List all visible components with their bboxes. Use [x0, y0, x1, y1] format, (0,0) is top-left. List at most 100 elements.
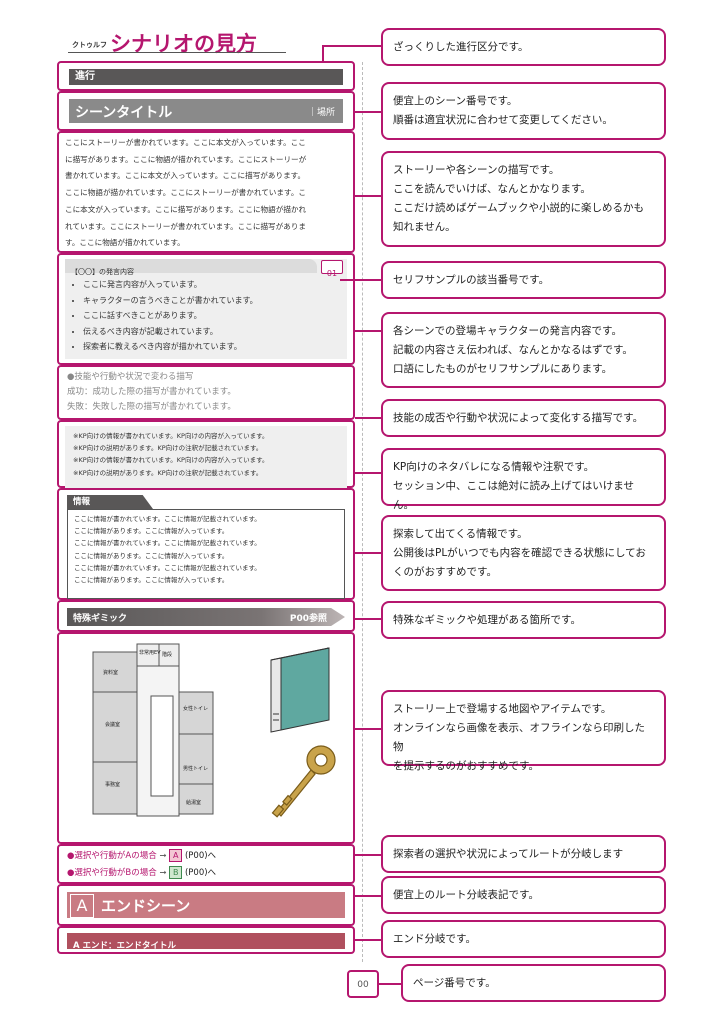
callout-line: オンラインなら画像を表示、オフラインなら印刷した物 — [393, 722, 645, 753]
kp-panel: ※KP向けの情報が書かれています。KP向けの内容が入っています。 ※KP向けの説… — [65, 426, 347, 490]
end-bar: A エンド：エンドタイトル — [67, 933, 345, 951]
speech-header: 【〇〇】の発言内容 — [65, 259, 317, 276]
branch-a-text: ●選択や行動がAの場合 — [67, 851, 157, 861]
key-icon — [271, 745, 336, 818]
callout-line: ここだけ読めばゲームブックや小説的に楽しめるかも — [393, 202, 645, 214]
end-scene-title: エンドシーン — [101, 897, 191, 915]
map-room-label: 男性トイレ — [183, 765, 208, 772]
callout-line: KP向けのネタバレになる情報や注釈です。 — [393, 461, 595, 473]
connector-line — [355, 618, 381, 620]
speech-panel: 【〇〇】の発言内容 01 ここに発言内容が入っています。 キャラクターの言うべき… — [65, 259, 347, 359]
header-underline — [68, 52, 286, 53]
callout-line: 特殊なギミックや処理がある箇所です。 — [393, 614, 581, 626]
scene-title: シーンタイトル — [75, 105, 173, 121]
progress-bar: 進行 — [69, 69, 343, 85]
skill-success: 成功：成功した際の描写が書かれています。 — [67, 387, 236, 397]
callout-line: 探索者の選択や状況によってルートが分岐します — [393, 848, 624, 860]
kp-line: ※KP向けの説明があります。KP向けの注釈が記載されています。 — [73, 444, 263, 453]
scene-bar: シーンタイトル ｜場所 — [69, 99, 343, 123]
connector-line — [355, 330, 381, 332]
end-scene-bar: A エンドシーン — [67, 892, 345, 918]
map-room-label: 非常用EV — [139, 649, 161, 656]
floor-map — [92, 643, 214, 817]
info-box: ここに情報が書かれています。ここに情報が記載されています。 ここに情報があります… — [67, 509, 345, 599]
gimmick-bar: 特殊ギミック P00参照 — [67, 608, 345, 626]
story-line: れています。ここにストーリーが書かれています。ここに描写がありま — [65, 221, 307, 231]
info-section: 情報 ここに情報が書かれています。ここに情報が記載されています。 ここに情報があ… — [57, 488, 355, 600]
divider-guide — [362, 62, 363, 962]
speech-item: キャラクターの言うべきことが書かれています。 — [83, 293, 347, 309]
callout-line: ストーリーや各シーンの描写です。 — [393, 164, 560, 176]
speech-item: ここに発言内容が入っています。 — [83, 277, 347, 293]
info-title: 情報 — [73, 497, 91, 507]
end-bar-label: A エンド：エンドタイトル — [73, 941, 177, 951]
callout-line: 便宜上のシーン番号です。 — [393, 95, 518, 107]
connector-line — [355, 728, 381, 730]
info-line: ここに情報が書かれています。ここに情報が記載されています。 — [74, 563, 261, 572]
branch-b: ●選択や行動がBの場合 ➞ B (P00)へ — [67, 865, 345, 882]
branch-section: ●選択や行動がAの場合 ➞ A (P00)へ ●選択や行動がBの場合 ➞ B (… — [57, 844, 355, 884]
callout-line: 順番は適宜状況に合わせて変更してください。 — [393, 114, 613, 126]
connector-line — [379, 983, 401, 985]
story-section: ここにストーリーが書かれています。ここに本文が入っています。ここ に描写がありま… — [57, 131, 355, 253]
info-line: ここに情報があります。ここに情報が入っています。 — [74, 576, 229, 585]
connector-line — [355, 552, 381, 554]
connector-line — [355, 195, 381, 197]
info-tab: 情報 — [67, 495, 153, 509]
callout-gimmick: 特殊なギミックや処理がある箇所です。 — [381, 601, 666, 639]
end-scene-letter: A — [70, 894, 94, 918]
kp-line: ※KP向けの情報が書かれています。KP向けの内容が入っています。 — [73, 456, 269, 465]
callout-line: 各シーンでの登場キャラクターの発言内容です。 — [393, 325, 623, 337]
skill-failure: 失敗：失敗した際の描写が書かれています。 — [67, 402, 236, 412]
branch-b-letter: B — [169, 866, 183, 879]
connector-line — [355, 854, 381, 856]
scene-place: ｜場所 — [307, 108, 335, 118]
callout-story: ストーリーや各シーンの描写です。 ここを読んでいけば、なんとかなります。 ここだ… — [381, 151, 666, 247]
callout-line: セリフサンプルの該当番号です。 — [393, 274, 550, 286]
skill-section: ●技能や行動や状況で変わる描写 成功：成功した際の描写が書かれています。 失敗：… — [57, 365, 355, 420]
map-room-label: 資料室 — [103, 669, 118, 676]
speech-section: 【〇〇】の発言内容 01 ここに発言内容が入っています。 キャラクターの言うべき… — [57, 253, 355, 365]
callout-line: 探索して出てくる情報です。 — [393, 528, 528, 540]
map-room-label: 会議室 — [105, 721, 120, 728]
story-line: こに本文が入っています。ここに描写があります。ここに物語が描かれ — [65, 204, 307, 214]
callout-line: 便宜上のルート分岐表記です。 — [393, 889, 539, 901]
callout-line: 公開後はPLがいつでも内容を確認できる状態にしてお — [393, 547, 646, 559]
callout-line: ざっくりした進行区分です。 — [393, 41, 529, 53]
page-header: クトゥルフ シナリオの見方 — [68, 28, 288, 56]
map-room-label: 事務室 — [105, 781, 120, 788]
branch-a: ●選択や行動がAの場合 ➞ A (P00)へ — [67, 848, 345, 865]
callout-kp: KP向けのネタバレになる情報や注釈です。 セッション中、ここは絶対に読み上げては… — [381, 448, 666, 511]
speech-item: 探索者に教えるべき内容が描かれています。 — [83, 339, 347, 355]
callout-line: ストーリー上で登場する地図やアイテムです。 — [393, 703, 612, 715]
connector-line — [355, 417, 381, 419]
end-scene-section: A エンドシーン — [57, 884, 355, 926]
gimmick-ref: P00参照 — [289, 614, 327, 624]
speech-list: ここに発言内容が入っています。 キャラクターの言うべきことが書かれています。 こ… — [65, 277, 347, 355]
map-room-label: 給湯室 — [186, 799, 201, 806]
callout-skill: 技能の成否や行動や状況によって変化する描写です。 — [381, 399, 666, 437]
connector-line — [355, 111, 381, 113]
arrow-right-icon: ➞ — [159, 851, 167, 861]
story-text: ここにストーリーが書かれています。ここに本文が入っています。ここ に描写がありま… — [65, 135, 347, 252]
speech-number-badge: 01 — [321, 260, 343, 278]
connector-line — [340, 279, 381, 281]
kp-line: ※KP向けの説明があります。KP向けの注釈が記載されています。 — [73, 468, 263, 477]
callout-speech: 各シーンでの登場キャラクターの発言内容です。 記載の内容さえ伝われば、なんとかな… — [381, 312, 666, 388]
story-line: に描写があります。ここに物語が描かれています。ここにストーリーが — [65, 154, 307, 164]
page-title: シナリオの見方 — [110, 32, 257, 56]
branch-a-letter: A — [169, 849, 183, 862]
branch-b-page: (P00)へ — [184, 868, 217, 878]
kp-section: ※KP向けの情報が書かれています。KP向けの内容が入っています。 ※KP向けの説… — [57, 420, 355, 490]
kp-line: ※KP向けの情報が書かれています。KP向けの内容が入っています。 — [73, 432, 269, 440]
scene-section: シーンタイトル ｜場所 — [57, 91, 355, 131]
speech-title: 【〇〇】の発言内容 — [71, 268, 134, 276]
page-number-box: 00 — [347, 970, 379, 998]
floor-map-and-items: 資料室 非常用EV 階段 会議室 女性トイレ 男性トイレ 事務室 給湯室 — [92, 643, 336, 818]
map-room-label: 階段 — [162, 651, 172, 658]
info-line: ここに情報があります。ここに情報が入っています。 — [74, 527, 229, 536]
story-line: 書かれています。ここに本文が入っています。ここに描写があります。 — [65, 171, 306, 181]
info-line: ここに情報が書かれています。ここに情報が記載されています。 — [74, 515, 261, 523]
callout-line: 知れません。 — [393, 221, 456, 233]
book-icon — [270, 647, 330, 733]
